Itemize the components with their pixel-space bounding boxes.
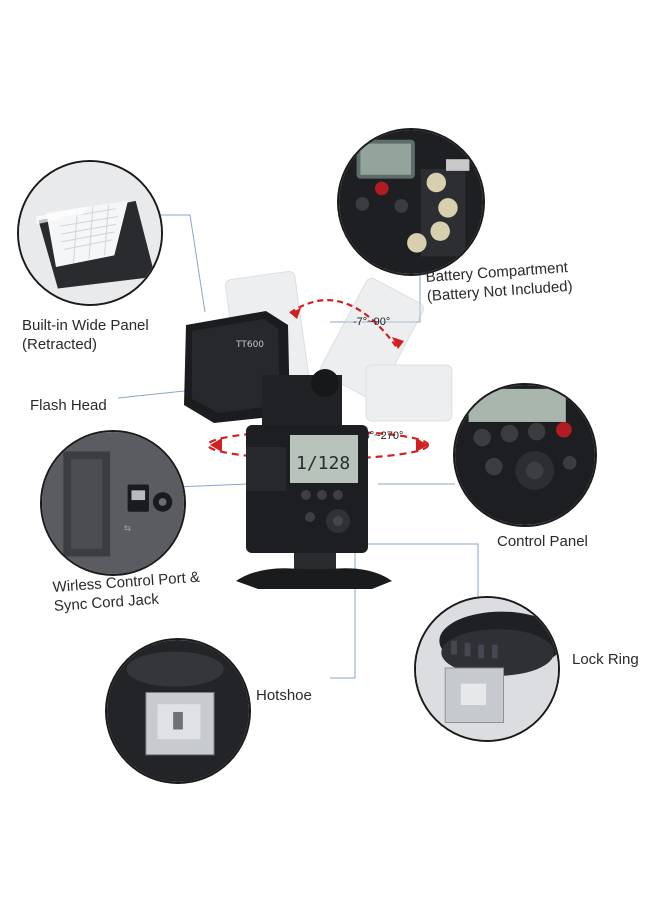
flash-head-label: Flash Head (30, 397, 107, 414)
control-panel-label: Control Panel (497, 533, 588, 550)
built-in-wide-panel-line-1: Built-in Wide Panel (22, 317, 149, 334)
wide-panel-callout (17, 160, 163, 306)
built-in-wide-panel-line-2: (Retracted) (22, 336, 98, 353)
hotshoe-image (107, 640, 249, 782)
wireless-port-callout: ⇆ (40, 430, 186, 576)
lock-ring-label: Lock Ring (572, 651, 639, 668)
lock-ring-image (416, 598, 558, 740)
lock-ring-callout (414, 596, 560, 742)
model-text: TT600 (235, 340, 264, 350)
wide-panel-image (19, 162, 161, 304)
wireless-port-label: Wirless Control Port & Sync Cord Jack (52, 568, 202, 616)
control-panel-image (455, 385, 595, 525)
battery-compartment-callout (337, 128, 485, 276)
hotshoe-label: Hotshoe (256, 687, 312, 704)
control-panel-callout (453, 383, 597, 527)
battery-compartment-image (339, 130, 483, 274)
hotshoe-callout (105, 638, 251, 784)
built-in-wide-panel-label: Built-in Wide Panel (Retracted) (22, 316, 149, 354)
wireless-port-image: ⇆ (42, 432, 184, 574)
tilt-angle-label: -7°~90° (353, 316, 391, 328)
svg-text:⇆: ⇆ (124, 524, 131, 534)
lcd-shutter-text: 1/128 (296, 453, 350, 474)
flash-product-image: TT600 1/128 (184, 270, 453, 589)
rotate-angle-label: -0°~270° (360, 430, 404, 442)
